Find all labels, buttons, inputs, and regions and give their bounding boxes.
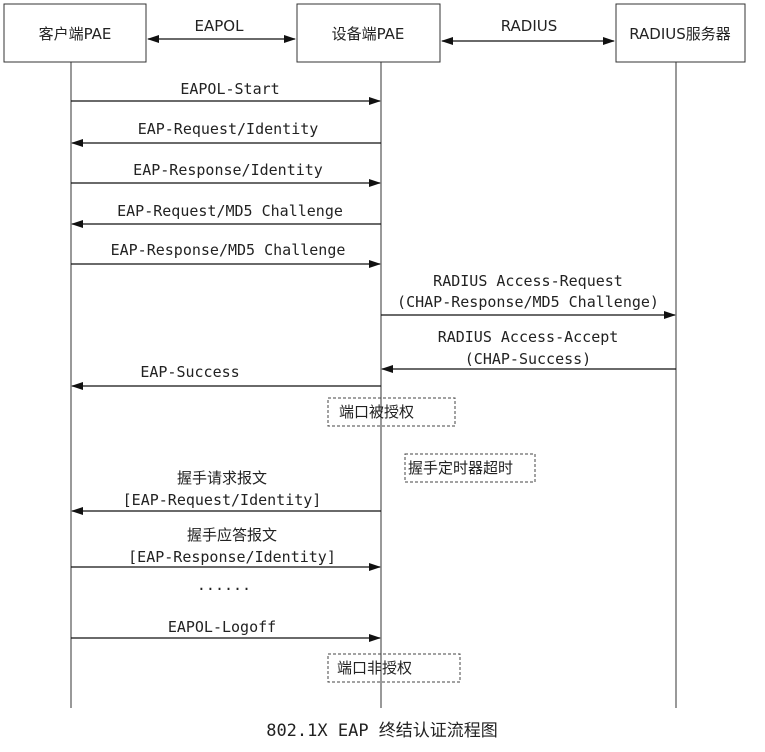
server-participant: RADIUS服务器 [615, 3, 746, 63]
radius-protocol-label: RADIUS [501, 17, 558, 35]
eap-request-md5-label: EAP-Request/MD5 Challenge [117, 202, 343, 220]
eap-request-identity-label: EAP-Request/Identity [138, 120, 319, 138]
radius-access-request-sub-label: (CHAP-Response/MD5 Challenge) [397, 293, 659, 311]
eap-response-identity-label: EAP-Response/Identity [133, 161, 323, 179]
radius-access-accept-sub-label: (CHAP-Success) [465, 350, 591, 368]
handshake-timer-note: 握手定时器超时 [408, 459, 513, 477]
client-participant: 客户端PAE [3, 3, 147, 63]
eap-success-label: EAP-Success [140, 363, 239, 381]
device-participant: 设备端PAE [296, 3, 441, 63]
client-label: 客户端PAE [39, 25, 112, 43]
ellipsis-label: ...... [197, 576, 251, 594]
radius-access-request-label: RADIUS Access-Request [433, 272, 623, 290]
handshake-request-sub-label: [EAP-Request/Identity] [123, 491, 322, 509]
server-box [615, 3, 746, 63]
client-box [3, 3, 147, 63]
radius-access-accept-label: RADIUS Access-Accept [438, 328, 619, 346]
diagram-caption: 802.1X EAP 终结认证流程图 [266, 721, 498, 741]
handshake-response-sub-label: [EAP-Response/Identity] [128, 548, 336, 566]
device-label: 设备端PAE [332, 25, 405, 43]
handshake-timer-note-box [404, 453, 536, 483]
handshake-response-label: 握手应答报文 [187, 526, 277, 544]
device-box [296, 3, 441, 63]
port-authorized-note: 端口被授权 [339, 403, 414, 421]
port-unauthorized-note: 端口非授权 [337, 659, 412, 677]
port-authorized-note-box [327, 397, 456, 427]
eapol-logoff-label: EAPOL-Logoff [168, 618, 276, 636]
server-label: RADIUS服务器 [629, 25, 731, 43]
eap-response-md5-label: EAP-Response/MD5 Challenge [111, 241, 346, 259]
port-unauthorized-note-box [327, 653, 461, 683]
eapol-start-label: EAPOL-Start [180, 80, 279, 98]
handshake-request-label: 握手请求报文 [177, 469, 267, 487]
eapol-protocol-label: EAPOL [195, 17, 245, 35]
